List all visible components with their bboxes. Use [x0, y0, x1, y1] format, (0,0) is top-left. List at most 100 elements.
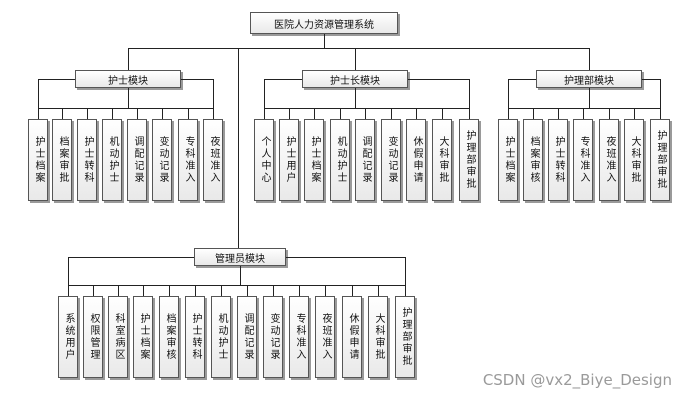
module-drop-2	[589, 48, 590, 70]
module-arm-left	[38, 79, 75, 80]
admin-arm-left	[68, 257, 194, 258]
admin-riser-right	[405, 257, 406, 285]
root-connector	[324, 34, 325, 48]
module-to-bar	[589, 88, 590, 108]
module-bar	[508, 108, 661, 109]
leaf-node: 档案审批	[52, 119, 72, 201]
leaf-node: 个人中心	[254, 119, 274, 201]
leaf-node: 专科准入	[178, 119, 198, 201]
leaf-node: 大科审批	[624, 119, 644, 201]
leaf-node: 变动记录	[152, 119, 172, 201]
leaf-node: 护士转科	[77, 119, 97, 201]
module-to-bar	[128, 88, 129, 108]
leaf-node: 大科审批	[368, 296, 388, 378]
child-connector	[325, 285, 326, 296]
module-riser-right	[213, 79, 214, 108]
module-bar	[264, 108, 470, 109]
leaf-node: 机动护士	[211, 296, 231, 378]
module-arm-left	[264, 79, 302, 80]
child-connector	[273, 285, 274, 296]
child-connector	[416, 108, 417, 119]
child-connector	[62, 108, 63, 119]
child-connector	[38, 108, 39, 119]
leaf-node: 档案审核	[523, 119, 543, 201]
admin-riser-left	[68, 257, 69, 285]
child-connector	[162, 108, 163, 119]
leaf-node: 科室病区	[108, 296, 128, 378]
leaf-node: 权限管理	[83, 296, 103, 378]
module-bar	[68, 285, 406, 286]
leaf-node: 夜班准入	[599, 119, 619, 201]
leaf-node: 休假申请	[342, 296, 362, 378]
module-riser-left	[38, 79, 39, 108]
child-connector	[143, 285, 144, 296]
leaf-node: 护理部审批	[395, 296, 415, 378]
leaf-node: 变动记录	[381, 119, 401, 201]
root-bar	[128, 48, 590, 49]
child-connector	[87, 108, 88, 119]
module-node: 护理部模块	[536, 70, 642, 88]
module-node: 护士模块	[75, 70, 181, 88]
child-connector	[314, 108, 315, 119]
leaf-node: 护理部审批	[650, 119, 670, 201]
child-connector	[289, 108, 290, 119]
module-riser-left	[508, 79, 509, 108]
module-arm-right	[181, 79, 214, 80]
child-connector	[558, 108, 559, 119]
leaf-node: 大科审批	[432, 119, 452, 201]
child-connector	[469, 108, 470, 119]
child-connector	[442, 108, 443, 119]
leaf-node: 档案审核	[159, 296, 179, 378]
child-connector	[378, 285, 379, 296]
module-to-bar	[355, 88, 356, 108]
child-connector	[169, 285, 170, 296]
watermark: CSDN @vx2_Biye_Design	[482, 371, 672, 389]
child-connector	[533, 108, 534, 119]
module-bar	[38, 108, 214, 109]
module-drop-1	[355, 48, 356, 70]
module-arm-right	[408, 79, 470, 80]
child-connector	[634, 108, 635, 119]
child-connector	[247, 285, 248, 296]
leaf-node: 护士档案	[304, 119, 324, 201]
module-node: 护士长模块	[302, 70, 408, 88]
child-connector	[112, 108, 113, 119]
child-connector	[68, 285, 69, 296]
module-arm-right	[642, 79, 661, 80]
child-connector	[365, 108, 366, 119]
child-connector	[299, 285, 300, 296]
child-connector	[660, 108, 661, 119]
child-connector	[583, 108, 584, 119]
child-connector	[93, 285, 94, 296]
leaf-node: 护士转科	[548, 119, 568, 201]
leaf-node: 护士档案	[498, 119, 518, 201]
module-riser-left	[264, 79, 265, 108]
admin-trunk	[238, 48, 239, 248]
leaf-node: 休假申请	[406, 119, 426, 201]
leaf-node: 护士档案	[28, 119, 48, 201]
module-riser-right	[469, 79, 470, 108]
child-connector	[340, 108, 341, 119]
child-connector	[195, 285, 196, 296]
leaf-node: 护士用户	[279, 119, 299, 201]
module-node: 管理员模块	[194, 248, 286, 266]
module-arm-left	[508, 79, 536, 80]
leaf-node: 夜班准入	[315, 296, 335, 378]
child-connector	[137, 108, 138, 119]
child-connector	[188, 108, 189, 119]
module-riser-right	[660, 79, 661, 108]
module-to-bar	[240, 266, 241, 285]
child-connector	[508, 108, 509, 119]
child-connector	[391, 108, 392, 119]
leaf-node: 调配记录	[355, 119, 375, 201]
child-connector	[118, 285, 119, 296]
leaf-node: 调配记录	[237, 296, 257, 378]
leaf-node: 调配记录	[127, 119, 147, 201]
child-connector	[221, 285, 222, 296]
leaf-node: 夜班准入	[203, 119, 223, 201]
leaf-node: 专科准入	[289, 296, 309, 378]
root-node: 医院人力资源管理系统	[250, 12, 398, 34]
child-connector	[352, 285, 353, 296]
leaf-node: 变动记录	[263, 296, 283, 378]
leaf-node: 护士档案	[133, 296, 153, 378]
